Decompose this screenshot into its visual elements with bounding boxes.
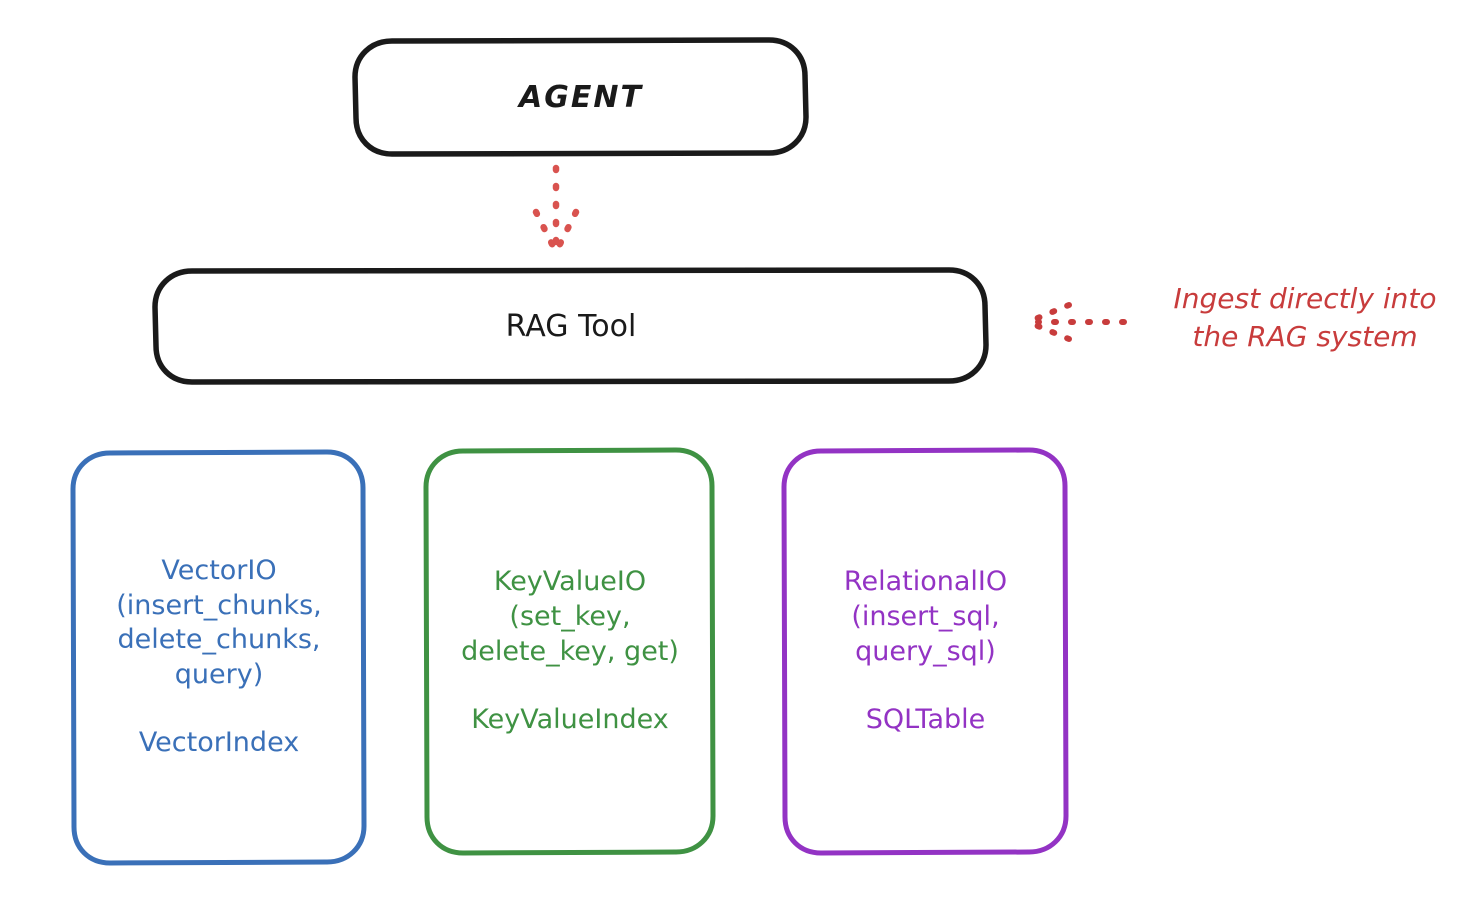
ingest-annotation-arrow bbox=[1030, 302, 1127, 342]
keyvalue-store-box-outline bbox=[423, 447, 716, 856]
agent-to-rag-arrow bbox=[532, 164, 580, 262]
rag-tool-box-outline bbox=[152, 267, 989, 385]
relational-store-box-outline bbox=[781, 447, 1069, 856]
agent-box-outline bbox=[352, 37, 809, 157]
vector-store-box-outline bbox=[70, 449, 367, 866]
